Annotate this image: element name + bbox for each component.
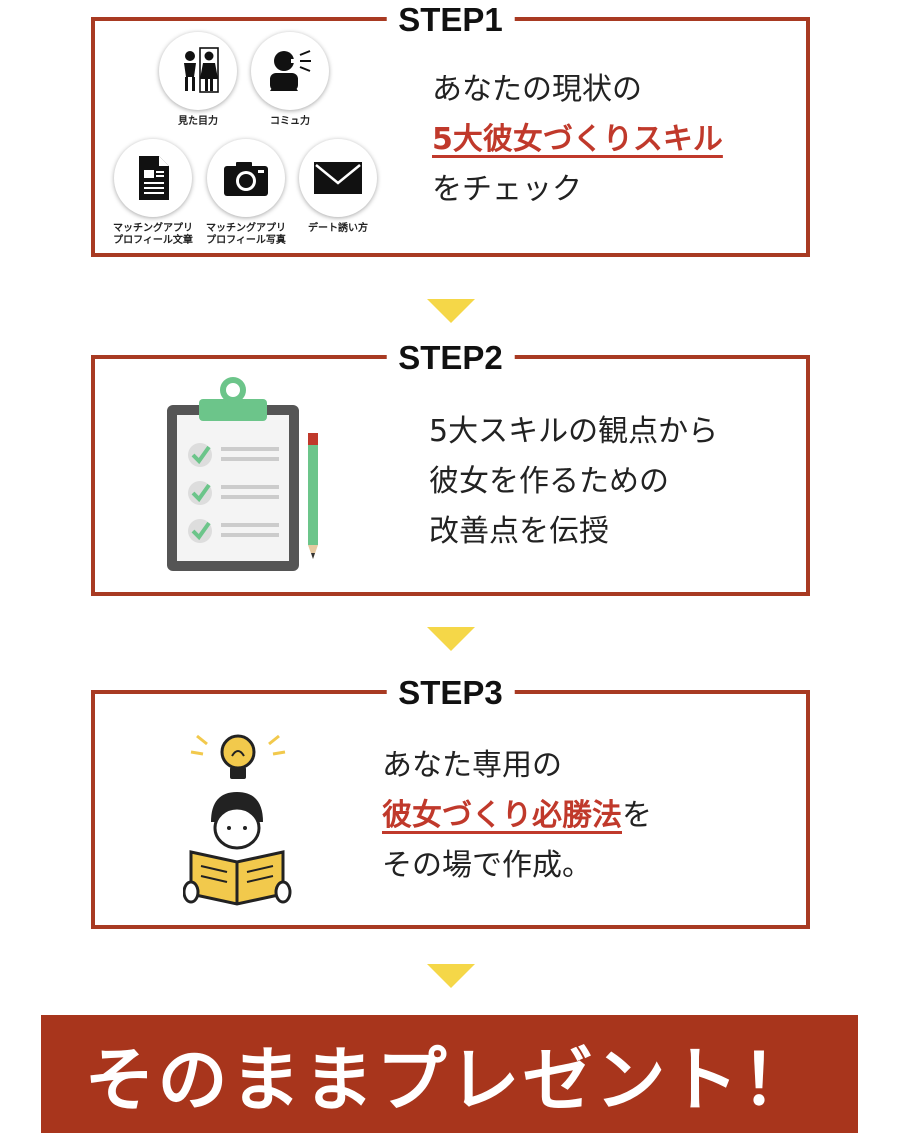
mail-envelope-icon — [314, 162, 362, 194]
step1-label: STEP1 — [386, 1, 515, 39]
skill-profile-photo: マッチングアプリ プロフィール写真 — [201, 139, 291, 247]
step3-line-1: あなた専用の — [382, 748, 562, 783]
skill-profile-text: マッチングアプリ プロフィール文章 — [108, 139, 198, 247]
down-arrow-icon — [427, 627, 475, 651]
clipboard-checklist-icon — [167, 377, 318, 571]
down-arrow-icon — [427, 299, 475, 323]
document-icon — [139, 156, 169, 200]
camera-icon — [224, 162, 268, 196]
skill-caption: コミュ力 — [270, 116, 310, 127]
couple-mirror-icon — [184, 47, 219, 93]
idea-reading-person-icon — [183, 734, 292, 906]
step1-line-1: あなたの現状の — [432, 72, 642, 107]
skill-appearance: 見た目力 — [153, 32, 243, 128]
step3-description: あなた専用の 彼女づくり必勝法を その場で作成。 — [382, 741, 652, 891]
skill-caption: マッチングアプリ — [113, 223, 193, 234]
skill-caption: プロフィール文章 — [113, 235, 193, 246]
step1-line-3: をチェック — [432, 172, 582, 207]
step3-card: STEP3 あなた専用の 彼女づくり必勝法を その場で作成。 — [91, 674, 810, 929]
skill-caption: デート誘い方 — [308, 223, 368, 234]
step1-card: STEP1 見た目力 — [91, 1, 810, 257]
step2-label: STEP2 — [386, 339, 515, 377]
present-banner: そのままプレゼント！ — [41, 1015, 858, 1133]
step3-line-3: その場で作成。 — [382, 848, 592, 883]
step3-highlight-suffix: を — [622, 798, 652, 833]
step2-card: STEP2 5大スキルの観点から 彼女を作るための 改善点を伝授 — [91, 339, 810, 596]
skill-date-invite: デート誘い方 — [293, 139, 383, 235]
step1-highlight: 5大彼女づくりスキル — [432, 122, 723, 157]
speaking-person-icon — [270, 50, 311, 91]
skill-caption: マッチングアプリ — [206, 223, 286, 234]
step3-label: STEP3 — [386, 674, 515, 712]
step2-line-1: 5大スキルの観点から — [429, 414, 719, 449]
step2-line-3: 改善点を伝授 — [429, 514, 609, 549]
skill-caption: 見た目力 — [178, 116, 218, 127]
step1-description: あなたの現状の 5大彼女づくりスキル をチェック — [432, 65, 723, 215]
down-arrow-icon — [427, 964, 475, 988]
skill-caption: プロフィール写真 — [206, 235, 286, 246]
present-banner-text: そのままプレゼント！ — [84, 1038, 815, 1121]
step2-line-2: 彼女を作るための — [429, 464, 669, 499]
step2-description: 5大スキルの観点から 彼女を作るための 改善点を伝授 — [429, 407, 718, 557]
skill-communication: コミュ力 — [245, 32, 335, 128]
step3-highlight: 彼女づくり必勝法 — [382, 798, 622, 833]
